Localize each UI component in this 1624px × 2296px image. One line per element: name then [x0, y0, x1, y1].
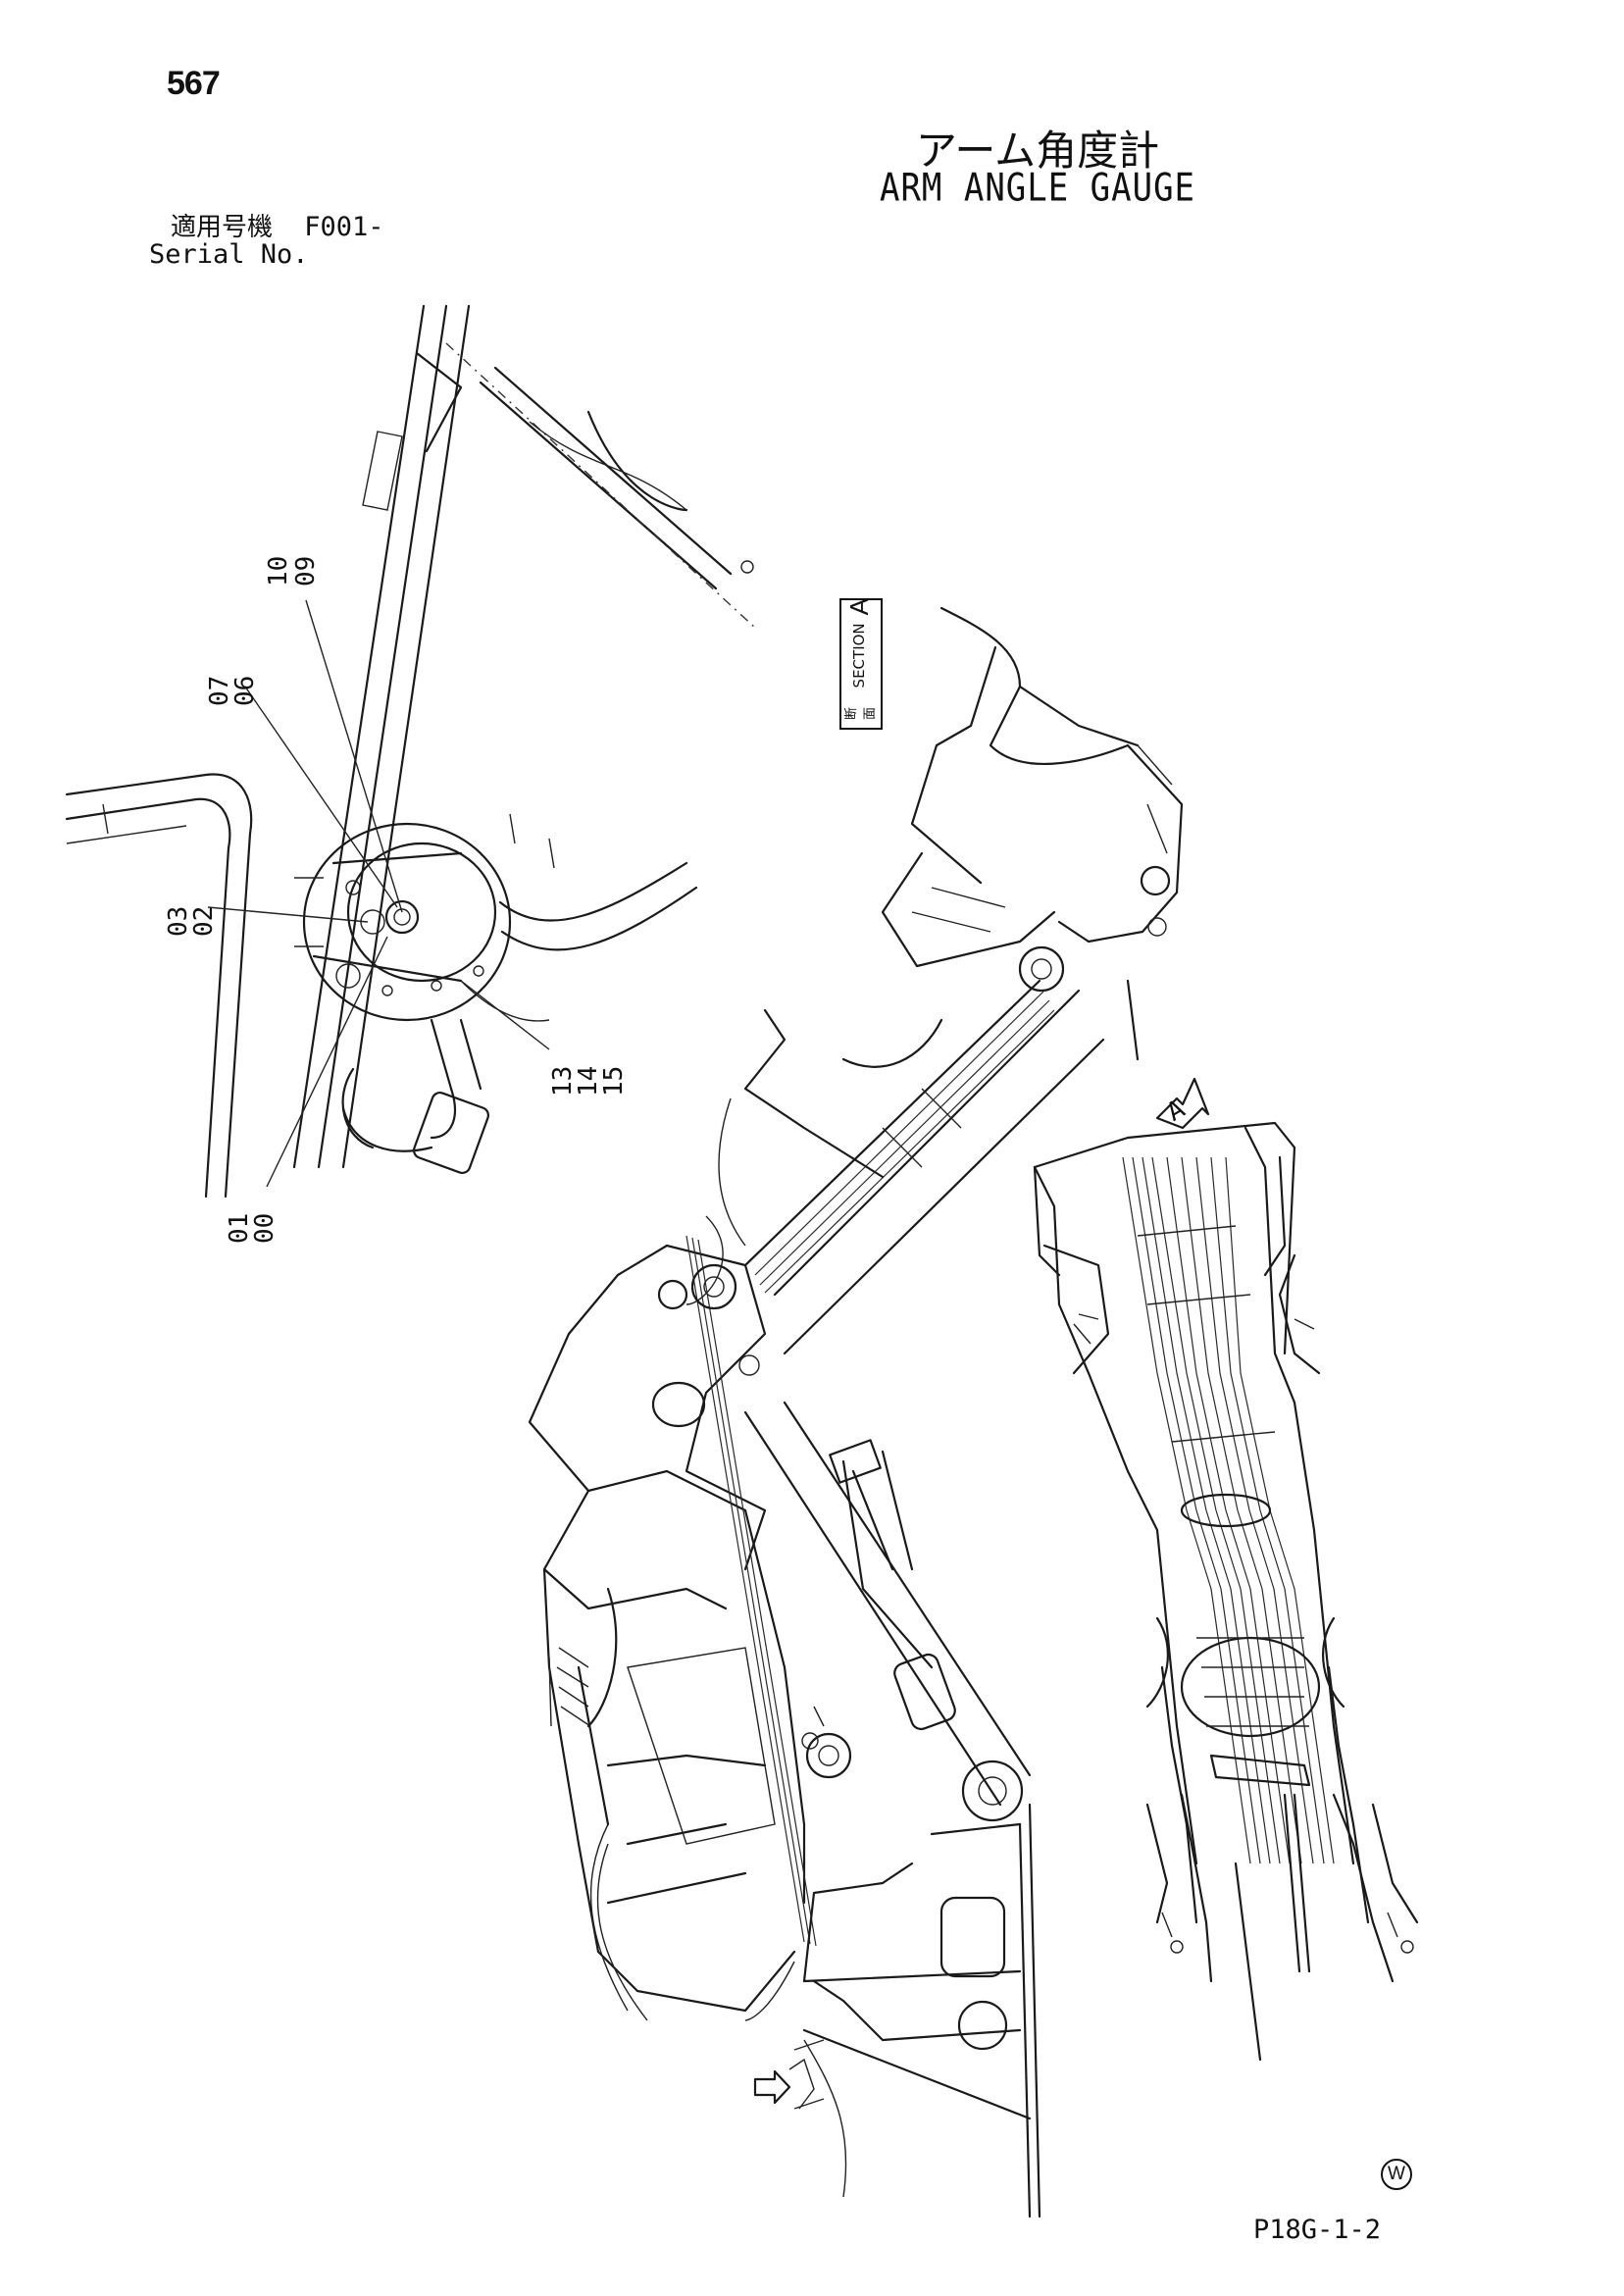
part-label-07: 07: [205, 676, 234, 706]
part-label-03: 03: [164, 906, 193, 937]
section-label-en: SECTION: [850, 623, 868, 689]
part-label-13: 13: [548, 1066, 578, 1097]
part-label-15: 15: [599, 1066, 629, 1097]
section-marker: 断 面 SECTION A: [839, 598, 879, 726]
gauge-detail-view: [65, 304, 756, 1199]
section-letter: A: [843, 598, 874, 616]
part-label-02: 02: [189, 906, 219, 937]
section-label-jp: 断 面: [844, 706, 878, 720]
part-label-09: 09: [291, 556, 321, 587]
serial-value: F001-: [304, 212, 384, 242]
serial-label-en: Serial No.: [149, 239, 309, 270]
view-a-drawing: A: [1033, 1077, 1419, 2062]
part-labels: 10 09 07 06 03 02 13 14 15 01 00: [164, 556, 629, 1244]
title-japanese: アーム角度計: [915, 127, 1160, 175]
serial-label-jp: 適用号機: [171, 213, 274, 242]
arm-boom-assembly: [528, 606, 1184, 2219]
section-marker-box: [839, 598, 883, 730]
part-label-01: 01: [225, 1213, 254, 1244]
page-number: 567: [167, 65, 221, 102]
part-label-14: 14: [574, 1066, 603, 1097]
part-label-10: 10: [264, 556, 293, 587]
title-english: ARM ANGLE GAUGE: [879, 166, 1196, 211]
drawing-code: P18G-1-2: [1253, 2215, 1382, 2245]
part-label-00: 00: [250, 1213, 279, 1244]
part-label-06: 06: [230, 676, 260, 706]
serial-block: 適用号機 F001- Serial No.: [149, 214, 384, 268]
w-mark: W: [1381, 2159, 1412, 2190]
